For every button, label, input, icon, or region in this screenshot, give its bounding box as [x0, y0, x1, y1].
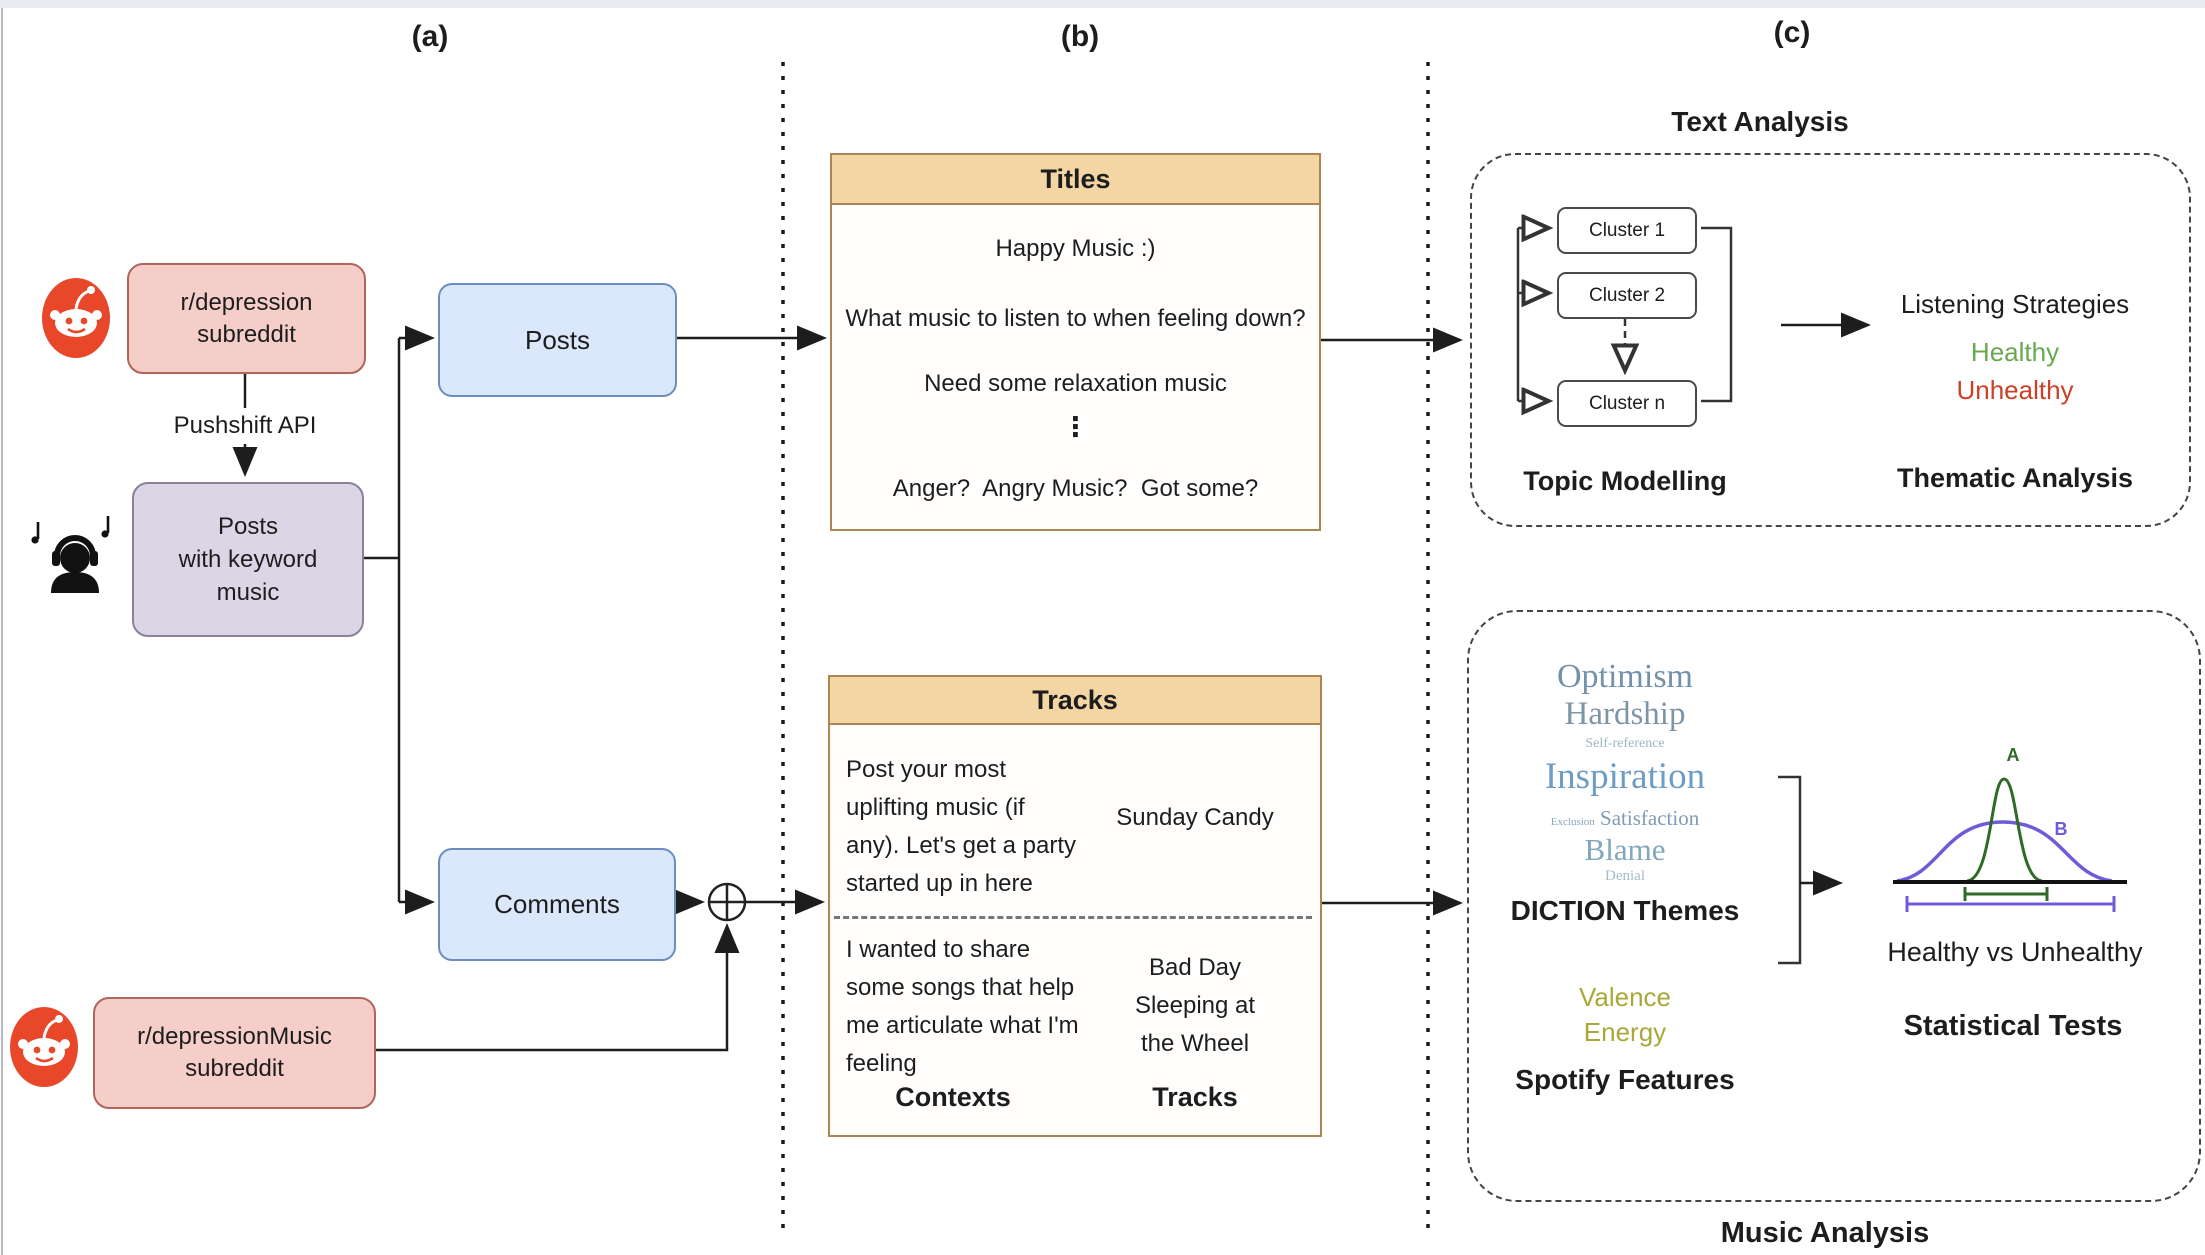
- curve-b-purple: [1896, 820, 2113, 883]
- wordcloud-word: Satisfaction: [1600, 806, 1700, 830]
- circle-plus-merge-icon: [707, 882, 747, 922]
- context-example: I wanted to share some songs that help m…: [846, 936, 1079, 1077]
- listening-strategies-label: Listening Strategies: [1900, 288, 2130, 319]
- node-comments: Comments: [438, 848, 676, 961]
- reddit-icon-top: [40, 276, 112, 360]
- title-example: Anger? Angry Music? Got some?: [892, 475, 1259, 502]
- node-posts-with-keyword-music: Posts with keyword music: [132, 482, 364, 637]
- wordcloud-word: Blame: [1584, 832, 1666, 867]
- pushshift-api-label: Pushshift API: [138, 408, 352, 444]
- listener-icon: [31, 516, 110, 593]
- titles-panel: Titles Happy Music :) What music to list…: [830, 153, 1321, 531]
- statistical-tests-label: Statistical Tests: [1903, 1009, 2123, 1042]
- node-posts: Posts: [438, 283, 677, 397]
- unhealthy-label: Unhealthy: [1956, 374, 2074, 405]
- range-bar-purple: [1905, 896, 2116, 912]
- wordcloud-word: Denial: [1605, 868, 1645, 884]
- wordcloud-word: Hardship: [1564, 696, 1686, 732]
- text-analysis-group-box: [1470, 153, 2191, 527]
- context-example: Post your most uplifting music (if any).…: [846, 756, 1077, 897]
- music-analysis-group-box: [1467, 610, 2201, 1202]
- title-example: Happy Music :): [995, 235, 1156, 262]
- curve-a-green: [1966, 777, 2043, 883]
- branch-line: [361, 338, 401, 902]
- distribution-chart: [1893, 777, 2127, 912]
- valence-label: Valence: [1578, 981, 1672, 1012]
- diction-themes-label: DICTION Themes: [1510, 895, 1740, 926]
- features-bracket: [1778, 775, 1802, 965]
- healthy-vs-unhealthy-label: Healthy vs Unhealthy: [1887, 936, 2143, 967]
- track-example: Sunday Candy: [1116, 804, 1274, 831]
- arrow-source2-to-merge: [373, 923, 740, 1052]
- title-example: What music to listen to when feeling dow…: [845, 305, 1306, 332]
- music-analysis-title: Music Analysis: [1720, 1216, 1930, 1249]
- curve-b-label: B: [2054, 818, 2068, 839]
- tracks-panel: Tracks Post your most uplifting music (i…: [828, 675, 1322, 1137]
- wordcloud-word: Inspiration: [1544, 756, 1706, 797]
- node-depression-subreddit: r/depression subreddit: [127, 263, 366, 374]
- section-label-a: (a): [411, 20, 449, 53]
- tracks-column-label: Tracks: [1152, 1081, 1238, 1112]
- wordcloud-word: Self-reference: [1585, 736, 1665, 751]
- wordcloud-word: Exclusion: [1550, 816, 1595, 828]
- topic-modelling-label: Topic Modelling: [1523, 465, 1727, 496]
- reddit-icon-bottom: [8, 1005, 80, 1089]
- title-example: Need some relaxation music: [924, 370, 1227, 397]
- curve-a-label: A: [2006, 744, 2020, 765]
- section-label-c: (c): [1773, 16, 1811, 49]
- spotify-features-label: Spotify Features: [1515, 1064, 1735, 1095]
- cluster-bracket: [1701, 226, 1733, 403]
- contexts-column-label: Contexts: [895, 1081, 1011, 1112]
- cluster-1-node: Cluster 1: [1557, 207, 1697, 254]
- text-analysis-title: Text Analysis: [1671, 106, 1849, 137]
- node-depressionmusic-subreddit: r/depressionMusic subreddit: [93, 997, 376, 1109]
- tracks-panel-header: Tracks: [830, 677, 1320, 725]
- vertical-ellipsis: ⋮: [1062, 411, 1089, 442]
- window-top-strip: [0, 0, 2205, 8]
- track-example: Bad Day: [1148, 954, 1242, 981]
- healthy-label: Healthy: [1970, 336, 2060, 367]
- section-label-b: (b): [1060, 20, 1100, 53]
- cluster-2-node: Cluster 2: [1557, 272, 1697, 319]
- thematic-analysis-label: Thematic Analysis: [1896, 462, 2134, 493]
- titles-panel-header: Titles: [832, 155, 1319, 205]
- tracks-row-divider: [834, 916, 1312, 919]
- wordcloud-word-row: Exclusion Satisfaction: [1490, 806, 1760, 831]
- cluster-n-node: Cluster n: [1557, 380, 1697, 427]
- window-left-edge: [1, 8, 3, 1255]
- wordcloud-word: Optimism: [1556, 658, 1694, 695]
- track-example: Sleeping at the Wheel: [1134, 992, 1256, 1057]
- energy-label: Energy: [1583, 1016, 1667, 1047]
- range-bar-green: [1963, 887, 2049, 901]
